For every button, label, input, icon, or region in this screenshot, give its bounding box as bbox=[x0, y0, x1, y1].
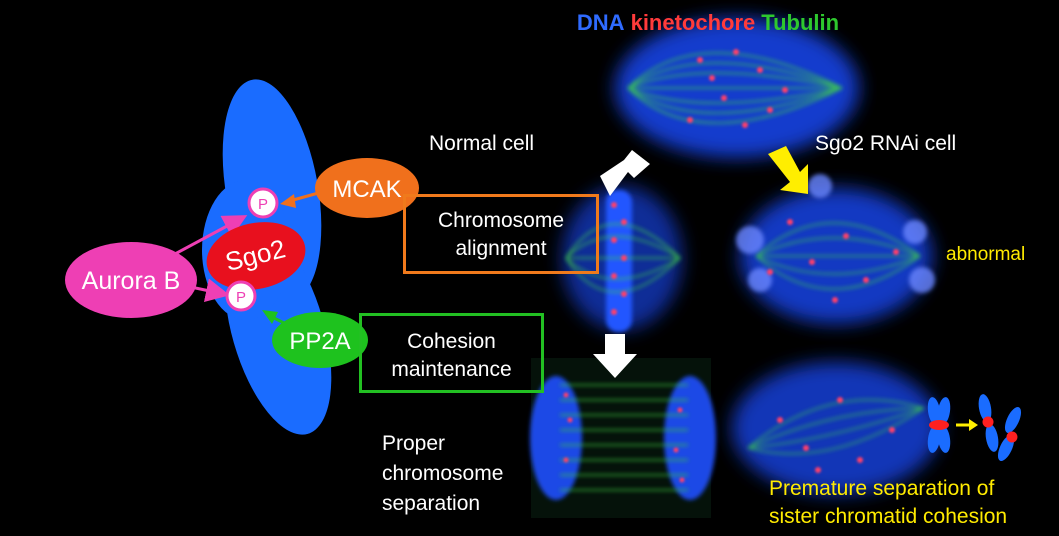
mcak-label: MCAK bbox=[332, 176, 401, 203]
abnormal-label: abnormal bbox=[946, 244, 1026, 265]
cohesion-maintenance-box: Cohesion maintenance bbox=[359, 313, 544, 393]
micrograph-normal-metaphase bbox=[562, 186, 682, 332]
arrow-normal-to-alignment bbox=[600, 150, 650, 196]
rnai-cell-label: Sgo2 RNAi cell bbox=[815, 132, 957, 155]
phosphate-lower-label: P bbox=[236, 289, 246, 306]
legend-dna: DNA bbox=[577, 10, 625, 35]
premature-line1: Premature separation of bbox=[769, 477, 995, 500]
premature-line2: sister chromatid cohesion bbox=[769, 505, 1008, 528]
pp2a-arrowhead bbox=[262, 310, 278, 324]
sister-chromatid-separation-schematic bbox=[927, 394, 1022, 461]
alignment-line1: Chromosome bbox=[437, 209, 565, 232]
alignment-line2: alignment bbox=[455, 237, 547, 260]
proper-line2: chromosome bbox=[382, 462, 504, 485]
chromosome-alignment-box: Chromosome alignment bbox=[403, 194, 599, 274]
arrow-rnai-to-abnormal bbox=[768, 146, 808, 194]
pp2a-node: PP2A bbox=[272, 312, 368, 368]
aurora-b-label: Aurora B bbox=[82, 267, 181, 295]
mcak-node: MCAK bbox=[315, 158, 419, 218]
micrograph-rnai-abnormal bbox=[736, 174, 935, 324]
micrograph-metaphase-top bbox=[615, 18, 859, 158]
cohesion-line1: Cohesion bbox=[407, 330, 496, 353]
legend-tubulin: Tubulin bbox=[761, 10, 839, 35]
pp2a-label: PP2A bbox=[289, 328, 350, 355]
proper-line1: Proper bbox=[382, 432, 446, 455]
micrograph-normal-anaphase bbox=[530, 358, 716, 518]
phosphate-lower: P bbox=[225, 280, 257, 312]
phosphate-upper: P bbox=[247, 187, 279, 219]
legend-kinetochore: kinetochore bbox=[631, 10, 756, 35]
micrograph-rnai-premature bbox=[732, 362, 940, 494]
phosphate-upper-label: P bbox=[258, 196, 268, 213]
normal-cell-label: Normal cell bbox=[429, 132, 535, 155]
aurora-b-node: Aurora B bbox=[65, 242, 197, 318]
mcak-arrowhead bbox=[280, 194, 296, 208]
sgo2-node: Sgo2 bbox=[206, 222, 306, 290]
cohesion-line2: maintenance bbox=[391, 358, 512, 381]
proper-line3: separation bbox=[382, 492, 481, 515]
arrow-alignment-to-separation bbox=[593, 334, 637, 378]
